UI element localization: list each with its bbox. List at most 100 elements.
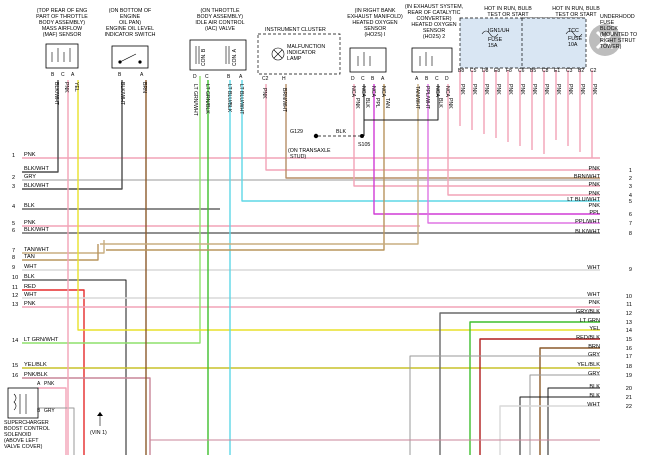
fuse1-name: IGN1/UH <box>488 28 510 34</box>
ho2s2-wire-b: PPL/WHT <box>424 86 430 110</box>
right-row-wire: BLK <box>589 393 600 399</box>
supercharger-solenoid: A PNK B GRY SUPERCHARGER BOOST CONTROL S… <box>4 381 55 450</box>
wire-blkwht-maf <box>22 80 59 173</box>
oil-title-5: INDICATOR SWITCH <box>104 32 155 38</box>
solenoid-title-1: SUPERCHARGER <box>4 420 49 426</box>
mil-label-1: MALFUNCTION <box>287 44 325 50</box>
right-row-number: 1 <box>629 168 632 174</box>
fuse2-pin-3: B2 <box>578 68 584 74</box>
fuse1-pin-7: B5 <box>530 68 536 74</box>
fuse2-name: TCC <box>568 28 579 34</box>
wire-pnk-ho2s1-d <box>353 84 600 187</box>
ho2s2-title-4: HEATED OXYGEN <box>411 22 456 28</box>
wire-blk-ho2s2-c <box>364 84 439 121</box>
fuse1-pin-6: C6 <box>518 68 525 74</box>
right-row-number: 18 <box>626 364 632 370</box>
mil-label-3: LAMP <box>287 56 302 62</box>
left-row-wire: PNK/BLK <box>24 372 48 378</box>
right-row-wire: BLK/WHT <box>575 229 600 235</box>
right-row-number: 6 <box>629 212 632 218</box>
left-row-number: 2 <box>12 175 15 181</box>
iac-title-2: BODY ASSEMBLY) <box>197 14 243 20</box>
right-row-wire: PNK <box>588 191 600 197</box>
fuse1-pin-1: B8 <box>458 68 464 74</box>
iac-wire-d: LT GRN/WHT <box>192 84 198 117</box>
left-row-number: 8 <box>12 255 15 261</box>
solenoid-title-3: SOLENOID <box>4 432 32 438</box>
fuse1-wire-5: PNK <box>507 84 513 95</box>
maf-wire-a: YEL <box>73 82 79 92</box>
wire-yel-maf-a <box>77 80 600 331</box>
wire-ppl-ho2s1-b <box>373 84 600 215</box>
underhood-title-1: UNDERHOOD <box>600 14 635 20</box>
right-row-wire: WHT <box>587 402 600 408</box>
right-row-number: 13 <box>626 320 632 326</box>
solenoid-pin-a: A <box>37 381 41 387</box>
fuse1-pin-4: E8 <box>494 68 500 74</box>
solenoid-wire-b: GRY <box>44 408 55 414</box>
wire-gry-solenoid <box>38 407 75 455</box>
right-row-wire: LT GRN <box>580 318 600 324</box>
wire-ltgrnwht-iac-d <box>22 76 201 344</box>
ho2s2-pin-b: B <box>425 76 429 82</box>
right-row-wire: RED/BLK <box>576 335 600 341</box>
right-row-number: 17 <box>626 354 632 360</box>
right-row-wire: BLK <box>589 384 600 390</box>
wire-grayblk-row12 <box>439 312 600 455</box>
wire-blk-row10 <box>22 279 127 455</box>
right-row-number: 20 <box>626 386 632 392</box>
ho2s2-title-3: CONVERTER) <box>417 16 452 22</box>
fuse2-title-1: HOT IN RUN, BULB <box>552 6 600 12</box>
left-row-wire: BLK <box>24 274 35 280</box>
ground-name: G129 <box>290 129 303 135</box>
cluster-pin-h: H <box>282 76 286 82</box>
right-row-wire: GRY/BLK <box>576 309 600 315</box>
fuse1-pin-5: F8 <box>506 68 512 74</box>
fuse2-wire-2: PNK <box>567 84 573 95</box>
ho2s1-nca-b: NCA <box>370 86 376 97</box>
fuse1-title-1: HOT IN RUN, BULB <box>484 6 532 12</box>
iac-con-b: CON. B <box>201 48 207 66</box>
left-row-number: 7 <box>12 248 15 254</box>
ho2s2-title-2: REAR OF CATALYTIC <box>408 10 461 16</box>
fuse2-pin-4: C2 <box>590 68 597 74</box>
ho2s1-title-4: SENSOR <box>364 26 387 32</box>
fuse1-pin-3: D8 <box>482 68 489 74</box>
left-row-wire: LT GRN/WHT <box>24 337 59 343</box>
ho2s2-title-6: (HO2S) 2 <box>423 34 445 40</box>
fuse2-rating: 10A <box>568 42 578 48</box>
ho2s1-title-2: EXHAUST MANIFOLD) <box>347 14 403 20</box>
wire-ltbluwht-iac-a <box>241 80 600 202</box>
right-row-number: 12 <box>626 311 632 317</box>
iac-title-4: (IAC) VALVE <box>205 26 236 32</box>
ho2s1-nca-c: NCA <box>360 86 366 97</box>
wire-pnk-solenoid <box>38 387 67 455</box>
left-row-wire: PNK <box>24 152 36 158</box>
fuse1-wire-7: PNK <box>531 84 537 95</box>
left-row-wire: BLK/WHT <box>24 227 49 233</box>
ho2s2-wire-d: PNK <box>447 98 453 109</box>
right-row-number: 22 <box>626 404 632 410</box>
right-row-number: 9 <box>629 267 632 273</box>
ho2s2-title-5: SENSOR <box>423 28 446 34</box>
ho2s-1: (IN RIGHT BANK EXHAUST MANIFOLD) HEATED … <box>347 8 403 109</box>
right-row-number: 7 <box>629 221 632 227</box>
left-row-wire: WHT <box>24 264 37 270</box>
ho2s2-nca-d: NCA <box>444 86 450 97</box>
fuse2-pin-2: C3 <box>566 68 573 74</box>
ground-note-1: (ON TRANSAXLE <box>288 148 331 154</box>
left-row-wire: TAN <box>24 254 35 260</box>
maf-pin-a: A <box>71 72 75 78</box>
ho2s2-pin-a: A <box>415 76 419 82</box>
wire-wht-row22 <box>499 405 600 455</box>
oil-title-1: (ON BOTTOM OF <box>109 8 152 14</box>
wire-pnk-cluster <box>265 84 600 171</box>
ho2s2-wire-a: TAN/WHT <box>414 86 420 110</box>
solenoid-wire-a: PNK <box>44 381 55 387</box>
right-row-wire: PPL/WHT <box>575 219 600 225</box>
left-row-wire: TAN/WHT <box>24 247 50 253</box>
wire-red-row11 <box>22 289 85 455</box>
right-row-wire: PPL <box>589 210 600 216</box>
fuse2-wire-1: PNK <box>555 84 561 95</box>
